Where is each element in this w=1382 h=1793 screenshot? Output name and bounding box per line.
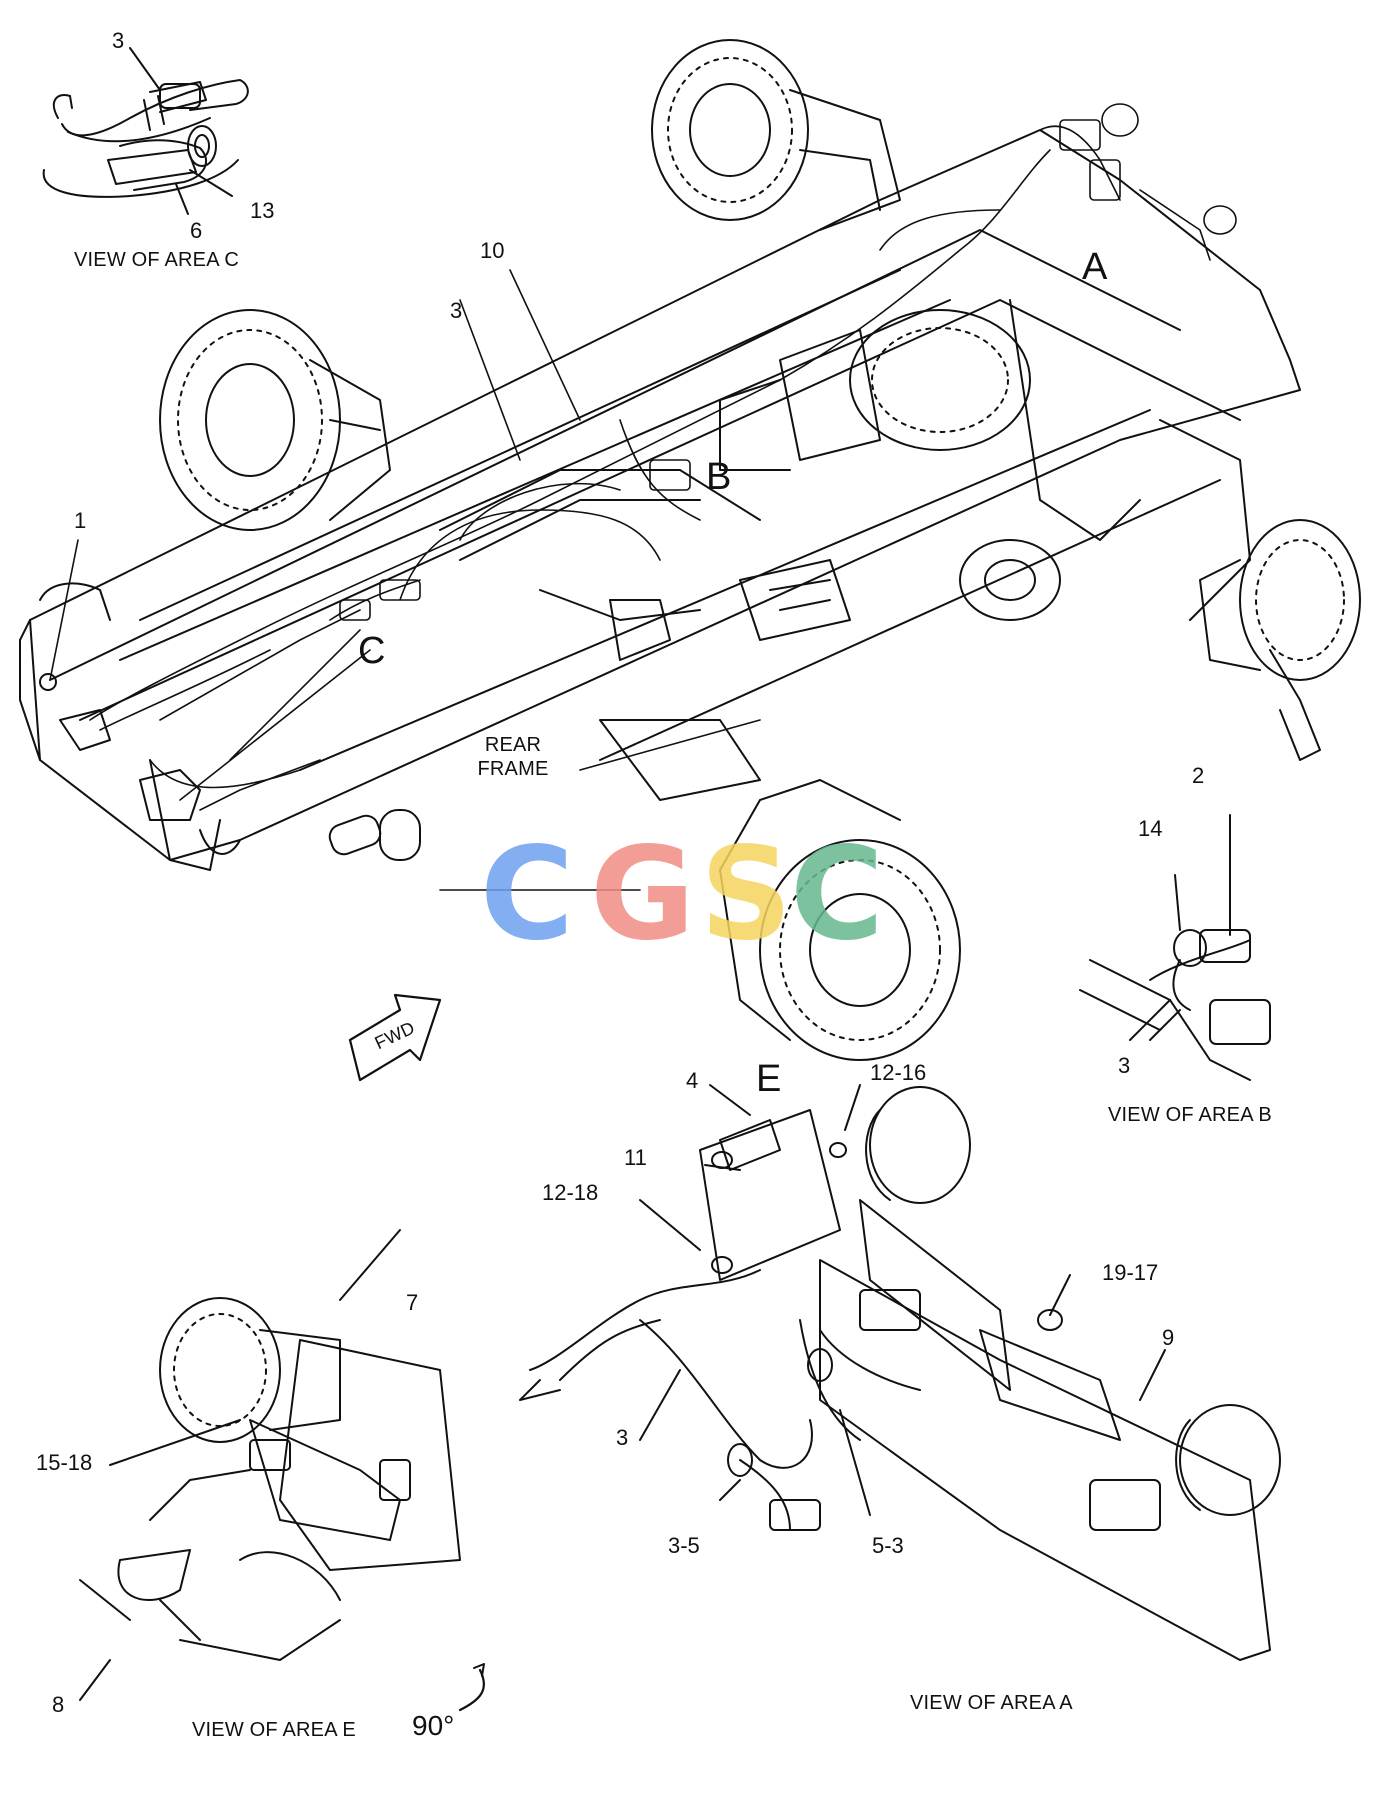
watermark-letter-3: S <box>700 828 792 948</box>
main-harness-drawing <box>89 103 1237 891</box>
callout-2: 2 <box>1192 763 1205 788</box>
callout-1: 1 <box>74 508 87 533</box>
callout-4: 4 <box>686 1068 699 1093</box>
rotation-90-label: 90° <box>412 1710 455 1741</box>
callout-19-17: 19-17 <box>1102 1260 1159 1285</box>
view-b-sensor-drawing <box>1079 814 1271 1081</box>
caption-view-of-area-c: VIEW OF AREA C <box>74 249 240 271</box>
callout-3-view-b: 3 <box>1118 1053 1131 1078</box>
caption-view-of-area-b: VIEW OF AREA B <box>1108 1104 1272 1126</box>
callout-12-16: 12-16 <box>870 1060 927 1085</box>
callout-10: 10 <box>480 238 505 263</box>
callout-11: 11 <box>624 1145 647 1170</box>
callout-7: 7 <box>406 1290 419 1315</box>
area-letter-b: B <box>706 456 732 498</box>
callout-8: 8 <box>52 1692 65 1717</box>
caption-view-of-area-a: VIEW OF AREA A <box>910 1692 1073 1714</box>
callout-5-3: 5-3 <box>872 1533 904 1558</box>
callout-3-view-a: 3 <box>616 1425 629 1450</box>
callout-9: 9 <box>1162 1325 1175 1350</box>
view-e-mount-drawing <box>79 1229 486 1712</box>
area-letter-e: E <box>756 1058 782 1100</box>
caption-view-of-area-e: VIEW OF AREA E <box>192 1719 356 1741</box>
fwd-arrow-icon <box>348 993 442 1082</box>
callout-3-5: 3-5 <box>668 1533 700 1558</box>
watermark-letter-2: G <box>590 828 695 948</box>
callout-12-18: 12-18 <box>542 1180 599 1205</box>
area-letter-c: C <box>358 630 386 672</box>
watermark-letter-4: C <box>790 828 884 948</box>
view-a-lamp-bracket-drawing <box>519 1084 1281 1661</box>
callout-3-view-c: 3 <box>112 28 125 53</box>
area-letter-a: A <box>1082 246 1108 288</box>
rear-frame-label-line-1: REAR <box>484 734 542 756</box>
wheel-hubs-drawing <box>159 39 1361 1061</box>
callout-3-main: 3 <box>450 298 463 323</box>
rear-frame-label: REAR FRAME <box>468 735 558 779</box>
view-c-harness-drawing <box>42 47 249 215</box>
rear-frame-label-line-2: FRAME <box>477 758 549 780</box>
watermark-letter-1: C <box>480 828 574 948</box>
callout-6: 6 <box>190 218 203 243</box>
callout-15-18: 15-18 <box>36 1450 93 1475</box>
rear-frame-drawing <box>19 129 1301 871</box>
callout-13: 13 <box>250 198 275 223</box>
callout-14: 14 <box>1138 816 1163 841</box>
